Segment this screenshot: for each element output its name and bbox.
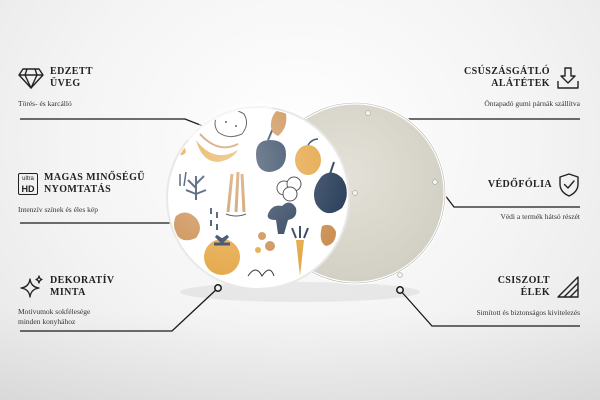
feature-title: NYOMTATÁS (44, 184, 112, 195)
feature-protective-foil: VÉDŐFÓLIA Védi a termék hátsó részét (410, 172, 580, 222)
feature-anti-slip-pads: CSÚSZÁSGÁTLÓ ALÁTÉTEK Öntapadó gumi párn… (410, 66, 580, 109)
feature-title: MINTA (50, 287, 86, 298)
connector-edges (399, 289, 580, 327)
feature-title: VÉDŐFÓLIA (487, 179, 552, 190)
feature-title: ALÁTÉTEK (491, 78, 550, 89)
rubber-pad (432, 179, 438, 185)
feature-polished-edges: CSISZOLT ÉLEK Simított és biztonságos ki… (410, 275, 580, 318)
feature-decorative-pattern: DEKORATÍV MINTA Motívumok sokfélesége mi… (18, 275, 188, 327)
feature-title: CSISZOLT (497, 275, 550, 286)
feature-description: minden konyhához (18, 317, 76, 326)
rubber-pad (397, 272, 403, 278)
diamond-icon (18, 67, 44, 89)
rubber-pad (365, 110, 371, 116)
feature-title: ÉLEK (520, 287, 550, 298)
download-tray-icon (556, 66, 580, 90)
feature-description: Védi a termék hátsó részét (500, 212, 580, 221)
feature-description: Öntapadó gumi párnák szállítva (484, 99, 580, 108)
feature-description: Motívumok sokfélesége (18, 307, 91, 316)
connector-pattern (20, 287, 219, 332)
feature-tempered-glass: EDZETT ÜVEG Törés- és karcálló (18, 66, 188, 109)
feature-description: Simított és biztonságos kivitelezés (476, 308, 580, 317)
rubber-pad (352, 190, 358, 196)
bevel-edge-icon (556, 275, 580, 299)
coaster-front (166, 102, 350, 290)
shield-check-icon (558, 172, 580, 198)
feature-description: Törés- és karcálló (18, 99, 72, 108)
feature-title: CSÚSZÁSGÁTLÓ (464, 66, 550, 77)
feature-title: MAGAS MINŐSÉGŰ (44, 172, 145, 183)
feature-title: DEKORATÍV (50, 275, 115, 286)
floor-shadow (0, 310, 600, 400)
feature-title: EDZETT (50, 66, 93, 77)
feature-title: ÜVEG (50, 78, 81, 89)
sparkle-icon (18, 275, 44, 299)
feature-description: Intenzív színek és éles kép (18, 205, 98, 214)
